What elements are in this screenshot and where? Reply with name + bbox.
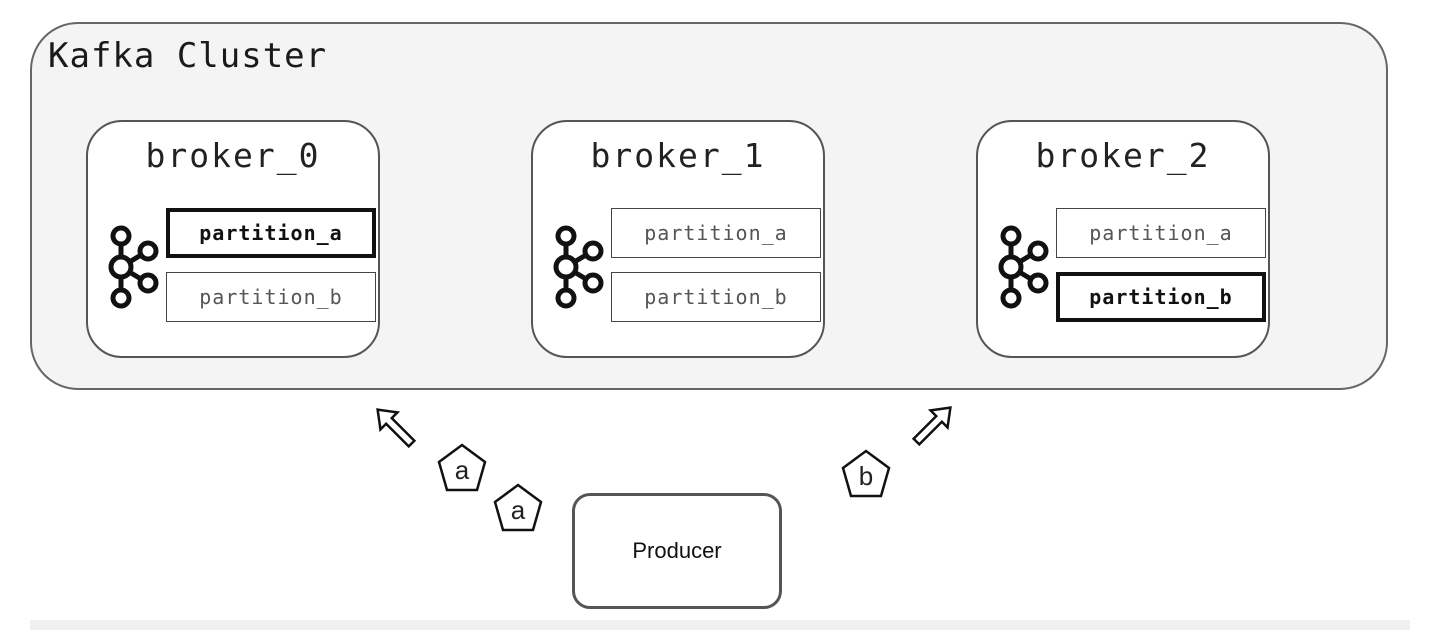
producer-label: Producer xyxy=(632,538,722,563)
broker-2-title: broker_2 xyxy=(1035,136,1211,175)
message-label: a xyxy=(455,455,470,485)
broker-1-title: broker_1 xyxy=(590,136,766,175)
kafka-logo-icon xyxy=(553,225,604,309)
cluster-label: Kafka Cluster xyxy=(48,36,328,76)
broker-1: broker_1 partition_a partition_b xyxy=(531,120,825,358)
hollow-arrow-icon xyxy=(911,406,952,447)
broker-2-partition-b: partition_b xyxy=(1056,272,1266,322)
broker-0-title: broker_0 xyxy=(145,136,321,175)
broker-0-partition-b: partition_b xyxy=(166,272,376,322)
broker-0: broker_0 partition_a partition_b xyxy=(86,120,380,358)
kafka-logo-icon xyxy=(998,225,1049,309)
pentagon-message-icon: a xyxy=(493,483,543,532)
message-label: b xyxy=(859,461,873,491)
pentagon-message-icon: a xyxy=(437,443,487,492)
message-label: a xyxy=(511,495,526,525)
hollow-arrow-icon xyxy=(376,408,417,449)
bottom-divider xyxy=(30,620,1410,630)
kafka-logo-icon xyxy=(108,225,159,309)
broker-2-partition-a: partition_a xyxy=(1056,208,1266,258)
broker-1-partition-a: partition_a xyxy=(611,208,821,258)
pentagon-message-icon: b xyxy=(841,449,891,498)
broker-0-partition-a: partition_a xyxy=(166,208,376,258)
broker-1-partition-b: partition_b xyxy=(611,272,821,322)
producer-box: Producer xyxy=(572,493,782,609)
broker-2: broker_2 partition_a partition_b xyxy=(976,120,1270,358)
